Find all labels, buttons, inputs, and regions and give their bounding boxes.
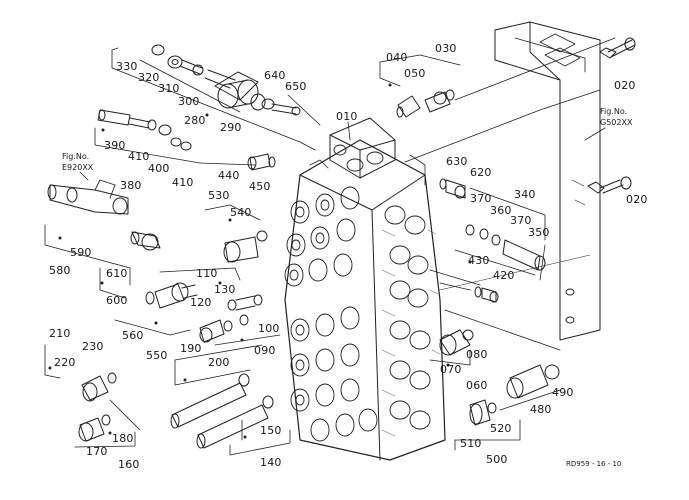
label-370-b: 370 [510, 214, 532, 227]
plug-assembly-280-410 [97, 109, 192, 151]
fitting-070-080 [439, 329, 474, 356]
label-610: 610 [106, 267, 128, 280]
leader-lines [44, 37, 616, 456]
bolt-020-top [599, 37, 636, 59]
label-020-mid: 020 [626, 193, 648, 206]
spool-190-200 [170, 373, 250, 429]
plug-420 [474, 286, 499, 303]
label-200: 200 [208, 356, 230, 369]
label-230: 230 [82, 340, 104, 353]
label-410-a: 410 [128, 150, 150, 163]
spool-350-370 [465, 224, 546, 271]
label-440: 440 [218, 169, 240, 182]
label-120: 120 [190, 296, 212, 309]
label-520: 520 [490, 422, 512, 435]
marker-dots [48, 83, 472, 439]
label-040: 040 [386, 51, 408, 64]
plug-440-450 [247, 153, 276, 171]
label-380: 380 [120, 179, 142, 192]
label-310: 310 [158, 82, 180, 95]
label-580: 580 [49, 264, 71, 277]
spool-480-490 [506, 364, 560, 399]
label-050: 050 [404, 67, 426, 80]
label-430: 430 [468, 254, 490, 267]
label-080: 080 [466, 348, 488, 361]
bolt-020-mid [587, 176, 632, 194]
label-500: 500 [486, 453, 508, 466]
label-550: 550 [146, 349, 168, 362]
label-360: 360 [490, 204, 512, 217]
label-280: 280 [184, 114, 206, 127]
label-560: 560 [122, 329, 144, 342]
label-590: 590 [70, 246, 92, 259]
label-020-top: 020 [614, 79, 636, 92]
label-450: 450 [249, 180, 271, 193]
fitting-380 [47, 179, 129, 215]
label-490: 490 [552, 386, 574, 399]
label-190: 190 [180, 342, 202, 355]
label-090: 090 [254, 344, 276, 357]
plug-640-650 [261, 98, 301, 116]
label-160: 160 [118, 458, 140, 471]
label-130: 130 [214, 283, 236, 296]
label-510: 510 [460, 437, 482, 450]
label-180: 180 [112, 432, 134, 445]
label-630: 630 [446, 155, 468, 168]
fitting-090-100 [199, 314, 249, 343]
label-330: 330 [116, 60, 138, 73]
label-070: 070 [440, 363, 462, 376]
label-110: 110 [196, 267, 218, 280]
fitting-030-050 [396, 89, 455, 118]
fitting-550-560 [145, 282, 198, 309]
label-060: 060 [466, 379, 488, 392]
spool-530-540 [223, 230, 268, 263]
label-170: 170 [86, 445, 108, 458]
valve-block-shading [381, 229, 441, 437]
label-400: 400 [148, 162, 170, 175]
label-390: 390 [104, 139, 126, 152]
label-650: 650 [285, 80, 307, 93]
label-640: 640 [264, 69, 286, 82]
label-350: 350 [528, 226, 550, 239]
label-150: 150 [260, 424, 282, 437]
fitting-510-520 [469, 399, 497, 426]
fitting-170-180 [78, 414, 111, 442]
valve-block-ports [284, 144, 431, 442]
fitting-220-230 [81, 372, 117, 402]
fig-ref-e920-line1: Fig.No. [62, 152, 90, 161]
mounting-bracket [494, 21, 601, 341]
valve-block-body [284, 117, 446, 461]
label-100: 100 [258, 322, 280, 335]
label-480: 480 [530, 403, 552, 416]
label-340: 340 [514, 188, 536, 201]
label-600: 600 [106, 294, 128, 307]
drawing-code: RD959 - 16 - 10 [566, 460, 622, 468]
label-220: 220 [54, 356, 76, 369]
fig-ref-g502-line1: Fig.No. [600, 107, 628, 116]
label-030: 030 [435, 42, 457, 55]
label-370-a: 370 [470, 192, 492, 205]
plug-assembly-290-330 [151, 44, 266, 111]
spool-140-150 [196, 395, 274, 449]
label-320: 320 [138, 71, 160, 84]
fitting-610 [130, 231, 161, 251]
label-530: 530 [208, 189, 230, 202]
fig-ref-g502-line2: G502XX [600, 118, 633, 127]
label-420: 420 [493, 269, 515, 282]
label-290: 290 [220, 121, 242, 134]
label-010: 010 [336, 110, 358, 123]
fig-ref-e920-line2: E920XX [62, 163, 94, 172]
label-140: 140 [260, 456, 282, 469]
label-300: 300 [178, 95, 200, 108]
label-410-b: 410 [172, 176, 194, 189]
fitting-120-130 [227, 294, 263, 311]
label-620: 620 [470, 166, 492, 179]
plug-620-630 [439, 178, 466, 199]
label-210: 210 [49, 327, 71, 340]
label-540: 540 [230, 206, 252, 219]
